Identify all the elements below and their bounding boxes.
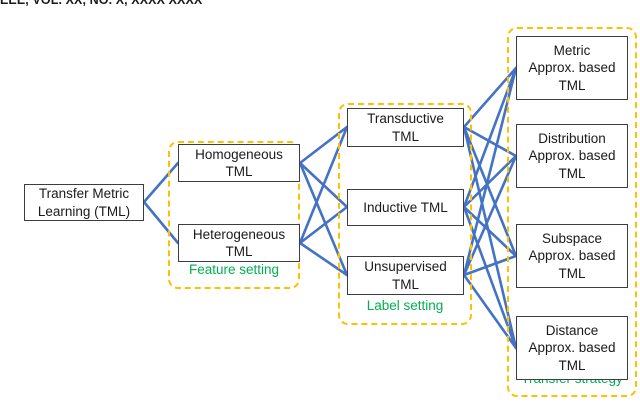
node-metric-approx-based-tml[interactable]: Metric Approx. based TML (516, 36, 628, 100)
node-line-2: Approx. based (528, 340, 616, 356)
node-line-1: Heterogeneous (192, 226, 286, 242)
node-line-2: Approx. based (528, 148, 616, 164)
node-line-1: Distribution (538, 131, 606, 147)
node-line-1: Distance (545, 323, 599, 339)
edge-root-homogeneous (142, 161, 180, 204)
node-subspace-approx-based-tml[interactable]: Subspace Approx. based TML (516, 224, 628, 288)
node-line-2: TML (225, 164, 253, 179)
node-line-2: Approx. based (528, 60, 616, 76)
node-line-2: TML (391, 276, 419, 292)
node-line-1: Homogeneous (195, 146, 283, 162)
node-line-3: TML (558, 265, 586, 281)
node-heterogeneous-tml[interactable]: Heterogeneous TML (178, 224, 300, 262)
node-line-3: TML (558, 165, 586, 181)
journal-header-text: EEE, VOL. XX, NO. X, XXXX XXXX (0, 0, 203, 7)
node-line-2: TML (392, 128, 419, 144)
node-line-2: Learning (TML) (37, 203, 131, 219)
node-line-1: Transductive (367, 111, 444, 127)
node-line-3: TML (558, 77, 586, 93)
node-line-1: Subspace (541, 231, 603, 247)
edge-root-heterogeneous (142, 200, 180, 245)
node-transfer-metric-learning[interactable]: Transfer Metric Learning (TML) (24, 184, 144, 221)
node-unsupervised-tml[interactable]: Unsupervised TML (347, 256, 464, 295)
group-container-feature-setting (168, 141, 300, 289)
node-line-1: Unsupervised (364, 259, 447, 275)
node-distribution-approx-based-tml[interactable]: Distribution Approx. based TML (516, 124, 628, 188)
group-label-feature-setting: Feature setting (188, 262, 280, 277)
node-line-1: Transfer Metric (38, 186, 130, 202)
node-line-2: TML (225, 244, 253, 259)
group-label-label-setting: Label setting (366, 298, 444, 313)
group-container-transfer-strategy (507, 27, 637, 397)
node-transductive-tml[interactable]: Transductive TML (347, 108, 464, 147)
node-distance-approx-based-tml[interactable]: Distance Approx. based TML (516, 316, 628, 380)
node-line-3: TML (558, 357, 586, 373)
group-container-label-setting (338, 103, 472, 325)
node-inductive-tml[interactable]: Inductive TML (347, 189, 464, 226)
node-line-2: Approx. based (528, 248, 616, 264)
node-line-1: Inductive TML (363, 199, 448, 215)
node-homogeneous-tml[interactable]: Homogeneous TML (178, 144, 300, 182)
node-line-1: Metric (553, 43, 591, 59)
